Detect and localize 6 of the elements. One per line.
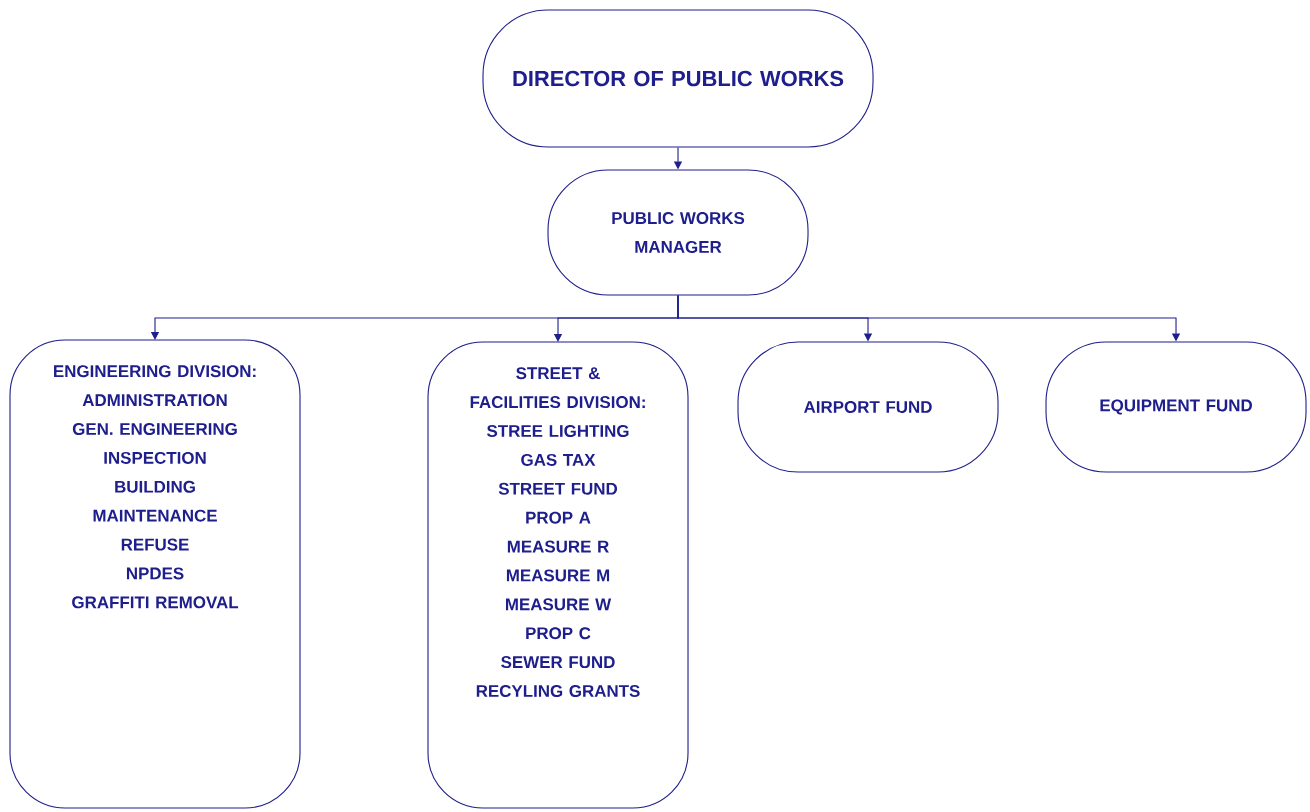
rounded-box: AIRPORT FUND <box>737 341 999 473</box>
division-box: ENGINEERING DIVISION: ADMINISTRATION GEN. ENGINEERING INSPECTION BUILDING MAINTENANCE REFUSE NPDES GRAFFITI REMOVAL <box>9 339 301 809</box>
rounded-box: DIRECTOR OF PUBLIC WORKS <box>482 9 874 148</box>
rounded-box: PUBLIC WORKS MANAGER <box>547 169 809 296</box>
rounded-box: EQUIPMENT FUND <box>1045 341 1307 473</box>
division-box: STREET & FACILITIES DIVISION: STREE LIGHTING GAS TAX STREET FUND PROP A MEASURE R MEASURE M MEASURE W PROP C SEWER FUND RECYLING GRANTS <box>427 341 689 809</box>
